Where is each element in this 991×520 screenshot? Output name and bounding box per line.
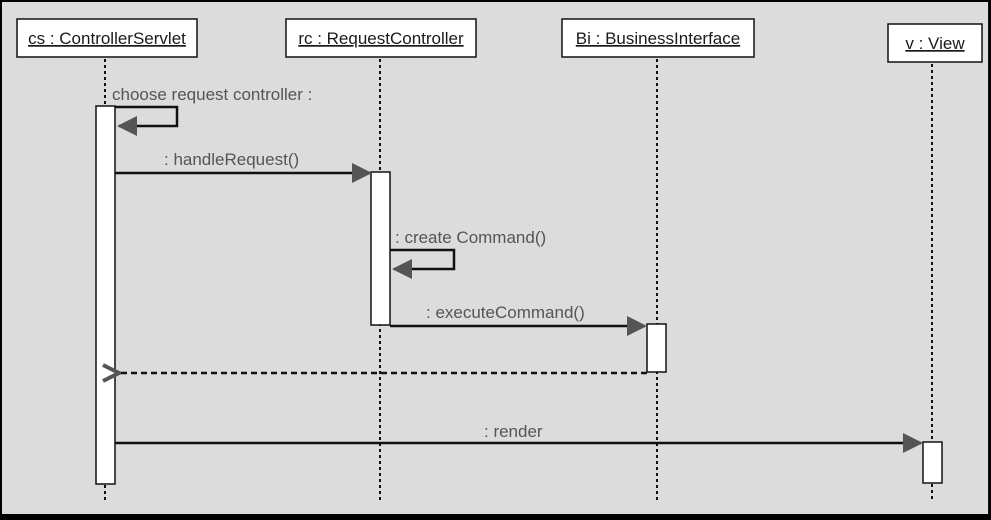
message-label: : handleRequest() — [164, 150, 299, 169]
message-label: choose request controller : — [112, 85, 312, 104]
object-rc-label: rc : RequestController — [298, 29, 464, 48]
activation-rc — [370, 171, 391, 326]
message-label: : create Command() — [395, 228, 546, 247]
message-handle-request: : handleRequest() — [115, 150, 372, 183]
object-v: v : View — [887, 23, 983, 63]
message-label: : executeCommand() — [426, 303, 585, 322]
object-bi: Bi : BusinessInterface — [561, 18, 755, 58]
activation-cs — [95, 105, 116, 485]
object-cs: cs : ControllerServlet — [16, 18, 198, 58]
message-execute-command: : executeCommand() — [390, 303, 647, 336]
message-create-command: : create Command() — [390, 228, 546, 279]
message-choose-request-controller: choose request controller : — [112, 85, 312, 136]
message-render: : render — [115, 422, 923, 453]
object-cs-label: cs : ControllerServlet — [28, 29, 186, 48]
object-rc: rc : RequestController — [285, 18, 477, 58]
message-label: : render — [484, 422, 543, 441]
activation-bi — [646, 323, 667, 373]
object-v-label: v : View — [905, 34, 965, 53]
activation-v — [922, 441, 943, 484]
object-bi-label: Bi : BusinessInterface — [576, 29, 740, 48]
